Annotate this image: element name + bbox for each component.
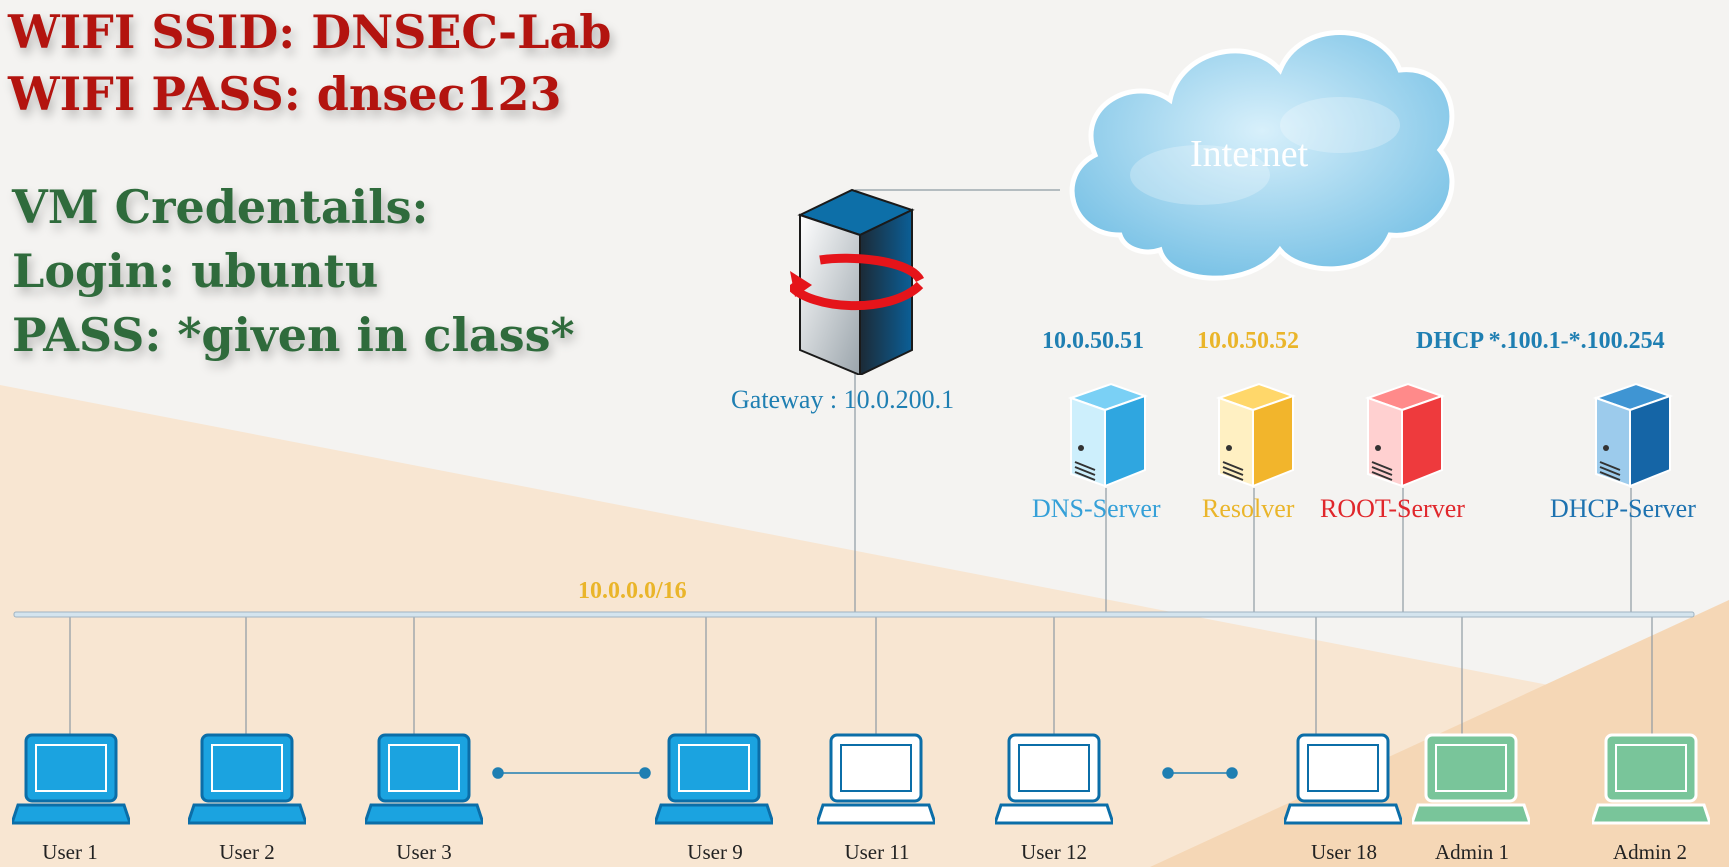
cloud-icon xyxy=(1069,30,1455,281)
client-label: User 1 xyxy=(42,840,98,864)
laptop-icon xyxy=(1589,733,1713,825)
client-label: Admin 2 xyxy=(1612,840,1688,864)
laptop-icon xyxy=(185,733,309,825)
client-label: User 18 xyxy=(1311,840,1377,864)
client-laptop xyxy=(362,733,486,833)
dns-server-label: DNS-Server xyxy=(1032,494,1161,523)
internet-label: Internet xyxy=(1190,133,1309,175)
router-server-icon xyxy=(786,188,925,377)
server-tower-icon xyxy=(1067,382,1149,488)
credentials-pass: PASS: *given in class* xyxy=(12,308,575,362)
client-label: Admin 1 xyxy=(1434,840,1510,864)
resolver-node xyxy=(1211,378,1297,492)
dhcp-server-node xyxy=(1588,378,1674,492)
laptop-icon xyxy=(992,733,1116,825)
client-label: User 2 xyxy=(219,840,275,864)
laptop-icon xyxy=(1409,733,1533,825)
client-laptop xyxy=(185,733,309,833)
root-server-label: ROOT-Server xyxy=(1320,494,1465,523)
laptop-icon xyxy=(652,733,776,825)
dns-server-ip: 10.0.50.51 xyxy=(1042,328,1144,354)
laptop-icon xyxy=(9,733,133,825)
client-laptop xyxy=(1281,733,1405,833)
gateway-node xyxy=(786,185,930,377)
client-laptop xyxy=(992,733,1116,833)
server-tower-icon xyxy=(1592,382,1674,488)
resolver-ip: 10.0.50.52 xyxy=(1197,328,1299,354)
client-laptop xyxy=(652,733,776,833)
client-laptop xyxy=(1589,733,1713,833)
laptop-icon xyxy=(362,733,486,825)
client-laptop xyxy=(1409,733,1533,833)
credentials-login: Login: ubuntu xyxy=(12,244,379,298)
internet-cloud: Internet xyxy=(1050,5,1470,305)
dhcp-server-label: DHCP-Server xyxy=(1550,494,1696,523)
credentials-title: VM Credentails: xyxy=(12,180,429,234)
client-label: User 3 xyxy=(396,840,452,864)
client-laptop xyxy=(9,733,133,833)
root-server-node xyxy=(1360,378,1446,492)
gateway-label: Gateway : 10.0.200.1 xyxy=(731,385,955,414)
laptop-icon xyxy=(814,733,938,825)
client-label: User 11 xyxy=(844,840,910,864)
dhcp-range: DHCP *.100.1-*.100.254 xyxy=(1416,328,1665,354)
client-label: User 12 xyxy=(1021,840,1087,864)
client-laptop xyxy=(814,733,938,833)
resolver-label: Resolver xyxy=(1202,494,1295,523)
dns-server-node xyxy=(1063,378,1149,492)
client-label: User 9 xyxy=(687,840,743,864)
server-tower-icon xyxy=(1215,382,1297,488)
wifi-pass: WIFI PASS: dnsec123 xyxy=(8,67,562,121)
wifi-ssid: WIFI SSID: DNSEC-Lab xyxy=(8,5,612,59)
laptop-icon xyxy=(1281,733,1405,825)
server-tower-icon xyxy=(1364,382,1446,488)
subnet-label: 10.0.0.0/16 xyxy=(578,578,687,604)
